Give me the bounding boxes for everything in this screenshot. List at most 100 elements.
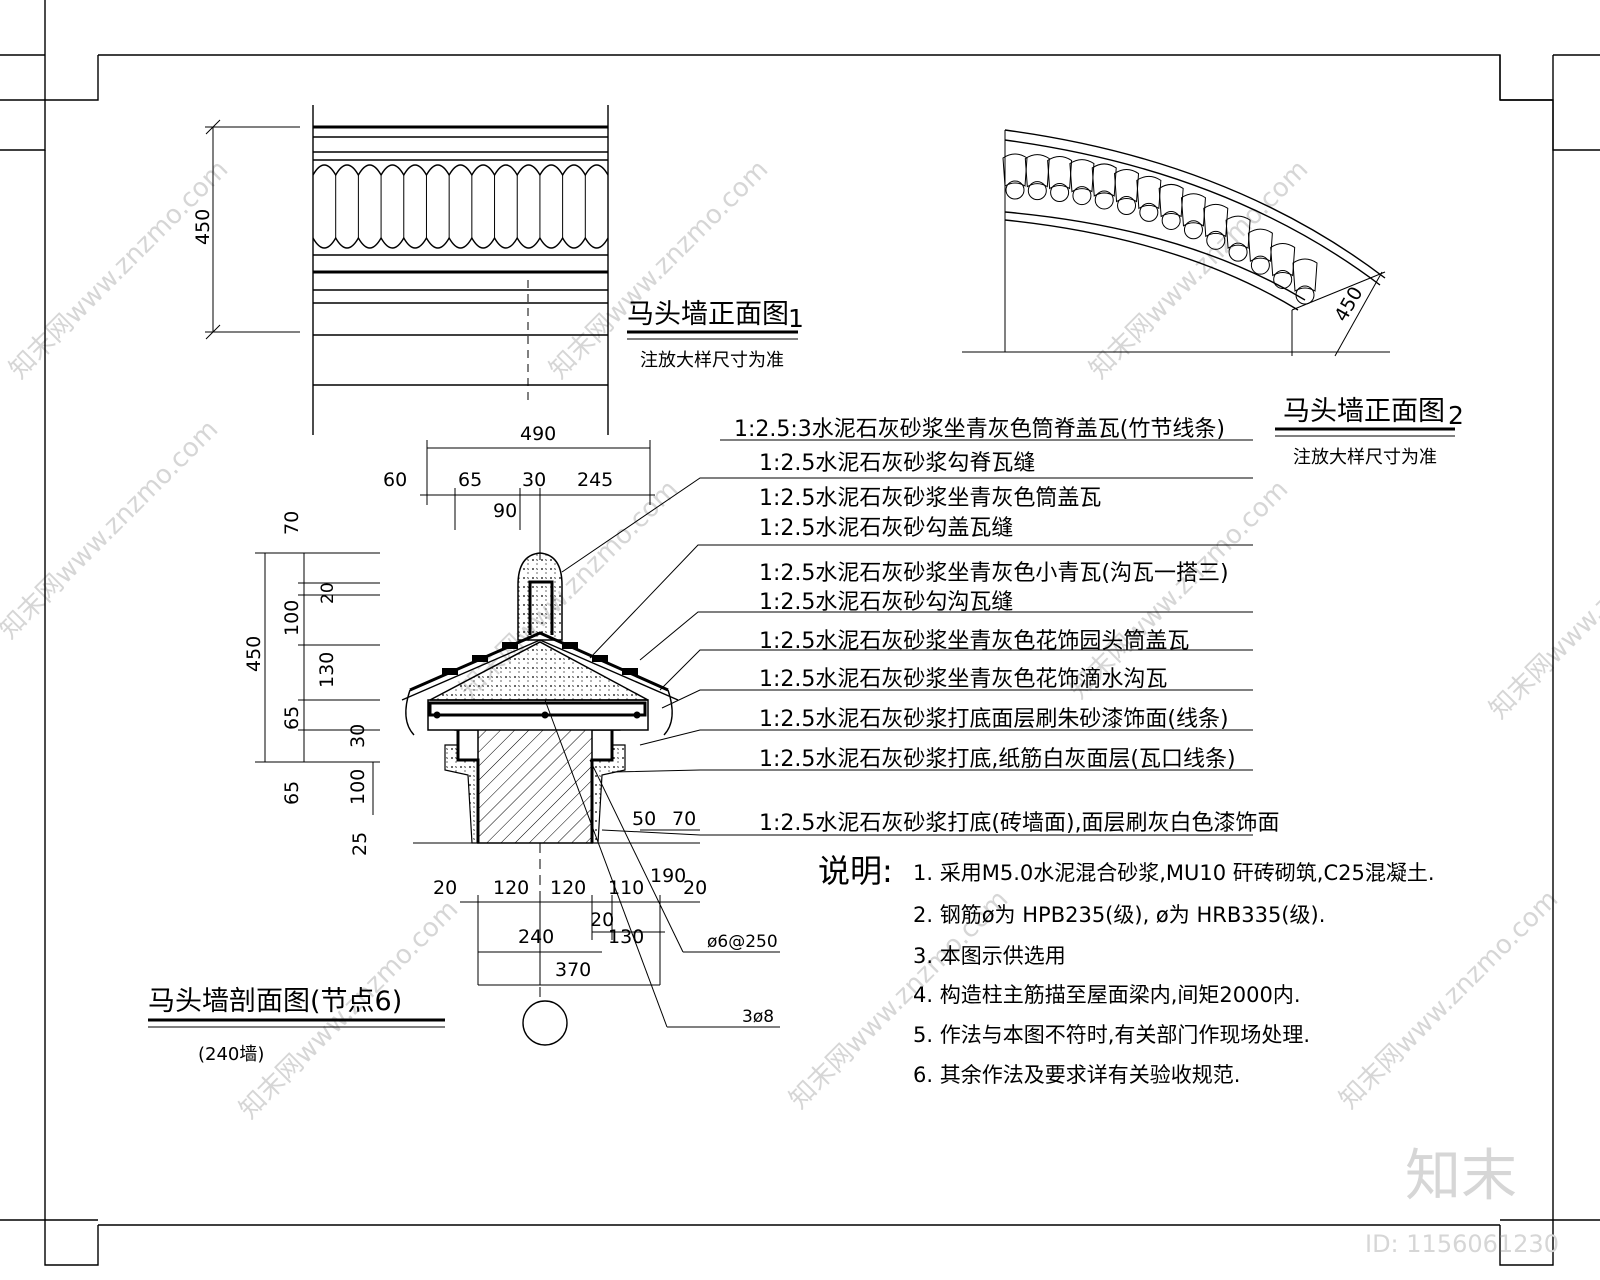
watermark-text: 知末网www.znzmo.com <box>0 414 224 645</box>
tile-end <box>1206 230 1226 250</box>
tile-body <box>1002 153 1028 187</box>
elevation-2-dim-height: 450 <box>1330 283 1367 325</box>
tile-end <box>1072 186 1092 206</box>
rebar-main-label: 3ø8 <box>742 1007 774 1027</box>
notes-item: 6. 其余作法及要求详有关验收规范. <box>913 1063 1240 1087</box>
brand-watermark: 知末 ID: 1156061230 <box>1365 1144 1559 1258</box>
tile-body <box>1114 169 1140 203</box>
eave-tile <box>442 668 458 675</box>
notes-block: 说明: 1. 采用M5.0水泥混合砂浆,MU10 矸砖砌筑,C25混凝土. 2.… <box>818 852 1435 1087</box>
dim-top-245: 245 <box>577 469 613 491</box>
dim-left-65: 65 <box>281 781 303 805</box>
dim-bottom-370: 370 <box>555 959 591 981</box>
callout-label: 1:2.5水泥石灰砂勾盖瓦缝 <box>759 516 1013 541</box>
notes-item: 4. 构造柱主筋描至屋面梁内,间矩2000内. <box>913 983 1301 1007</box>
watermark-text: 知末网www.znzmo.com <box>1484 494 1600 725</box>
tile-end <box>1250 255 1270 275</box>
tile-body <box>1225 215 1251 249</box>
dim-top-90: 90 <box>493 500 517 522</box>
tile-end <box>1295 285 1315 305</box>
callout-label: 1:2.5水泥石灰砂浆勾脊瓦缝 <box>759 451 1035 476</box>
watermark-text: 知末网www.znzmo.com <box>4 154 235 385</box>
eave-tile <box>592 655 608 662</box>
notes-item: 3. 本图示供选用 <box>913 944 1066 968</box>
elevation-2-note: 注放大样尺寸为准 <box>1293 447 1437 468</box>
tile-end <box>1005 180 1025 200</box>
tile-body <box>1203 203 1229 238</box>
tile-body <box>1069 159 1095 193</box>
tile-body <box>1247 228 1273 263</box>
rebar-stirrup-label: ø6@250 <box>707 932 778 952</box>
callout-label: 1:2.5水泥石灰砂浆坐青灰色小青瓦(沟瓦一搭三) <box>759 561 1229 586</box>
dim-top-490: 490 <box>520 423 556 445</box>
eave-tile <box>562 642 578 649</box>
dim-right-50: 50 <box>632 808 656 830</box>
callout-label: 1:2.5水泥石灰砂浆打底,纸筋白灰面层(瓦口线条) <box>759 747 1236 772</box>
image-id-text: ID: 1156061230 <box>1365 1230 1559 1258</box>
elevation-2-title-block: 马头墙正面图 2 注放大样尺寸为准 <box>1275 396 1464 468</box>
tile-body <box>1136 175 1162 210</box>
dim-bottom-130: 130 <box>608 926 644 948</box>
dim-left-65b: 65 <box>281 706 303 730</box>
tile-end <box>1094 190 1114 210</box>
notes-item: 2. 钢筋ø为 HPB235(级), ø为 HRB335(级). <box>913 903 1325 927</box>
callout-label: 1:2.5水泥石灰砂浆坐青灰色花饰滴水沟瓦 <box>759 667 1167 692</box>
section-dimensions: 490 60 65 30 245 90 450 65 25 70 20 100 … <box>243 423 780 1028</box>
dim-left-30: 30 <box>347 724 369 748</box>
callout-leaders <box>561 439 1253 836</box>
dim-top-65: 65 <box>458 469 482 491</box>
tile-end <box>1117 196 1137 216</box>
dim-left-450: 450 <box>243 636 265 672</box>
watermark-text: 知末网www.znzmo.com <box>1084 154 1315 385</box>
tile-end <box>1228 242 1248 262</box>
tile-body <box>1047 155 1073 190</box>
elevation-2-title: 马头墙正面图 <box>1283 396 1445 427</box>
dim-left-100: 100 <box>281 600 303 636</box>
dim-bottom-190: 190 <box>650 865 686 887</box>
brand-logo-text: 知末 <box>1405 1144 1517 1209</box>
section-subtitle: (240墙) <box>198 1044 264 1065</box>
eave-tile <box>502 642 518 649</box>
tile-end <box>1027 181 1047 201</box>
callout-label: 1:2.5水泥石灰砂浆坐青灰色筒盖瓦 <box>759 486 1101 511</box>
section-title-block: 马头墙剖面图(节点6) (240墙) <box>148 986 445 1065</box>
callout-label: 1:2.5:3水泥石灰砂浆坐青灰色筒脊盖瓦(竹节线条) <box>734 417 1225 442</box>
notes-item: 5. 作法与本图不符时,有关部门作现场处理. <box>913 1023 1310 1047</box>
tile-body <box>1024 154 1050 188</box>
tile-body <box>1180 193 1206 227</box>
dim-left-100b: 100 <box>347 769 369 805</box>
tile-body <box>1292 258 1318 292</box>
elevation-1-drawing: 450 <box>192 105 609 435</box>
callout-labels: 1:2.5:3水泥石灰砂浆坐青灰色筒脊盖瓦(竹节线条) 1:2.5水泥石灰砂浆勾… <box>734 417 1280 836</box>
tile-end <box>1273 269 1293 289</box>
elevation-1-note: 注放大样尺寸为准 <box>640 350 784 371</box>
tile-body <box>1091 163 1117 197</box>
tile-body <box>1158 183 1184 218</box>
dim-top-60: 60 <box>383 469 407 491</box>
tile-end <box>1139 202 1159 222</box>
dim-left-20: 20 <box>318 582 338 604</box>
dim-bottom-110: 110 <box>608 877 644 899</box>
elevation-2-drawing: 450 <box>962 129 1390 357</box>
watermark-text: 知末网www.znzmo.com <box>1334 884 1565 1115</box>
elevation-1-dim-height: 450 <box>192 209 214 245</box>
dim-left-25: 25 <box>349 832 371 856</box>
notes-heading: 说明: <box>818 852 893 890</box>
callout-label: 1:2.5水泥石灰砂勾沟瓦缝 <box>759 590 1013 615</box>
dim-top-30: 30 <box>522 469 546 491</box>
dim-bottom-120b: 120 <box>550 877 586 899</box>
section-title: 马头墙剖面图(节点6) <box>148 986 402 1017</box>
notes-item: 1. 采用M5.0水泥混合砂浆,MU10 矸砖砌筑,C25混凝土. <box>913 861 1435 885</box>
dim-right-70: 70 <box>672 808 696 830</box>
dim-bottom-20a: 20 <box>433 877 457 899</box>
elevation-1-title-block: 马头墙正面图 1 注放大样尺寸为准 <box>627 299 804 371</box>
eave-tile <box>472 655 488 662</box>
dim-left-130: 130 <box>316 652 338 688</box>
callout-label: 1:2.5水泥石灰砂浆打底面层刷朱砂漆饰面(线条) <box>759 707 1229 732</box>
tile-end <box>1050 182 1070 202</box>
dim-bottom-20c: 20 <box>590 909 614 931</box>
tile-end <box>1183 220 1203 240</box>
callout-label: 1:2.5水泥石灰砂浆坐青灰色花饰园头筒盖瓦 <box>759 629 1189 654</box>
